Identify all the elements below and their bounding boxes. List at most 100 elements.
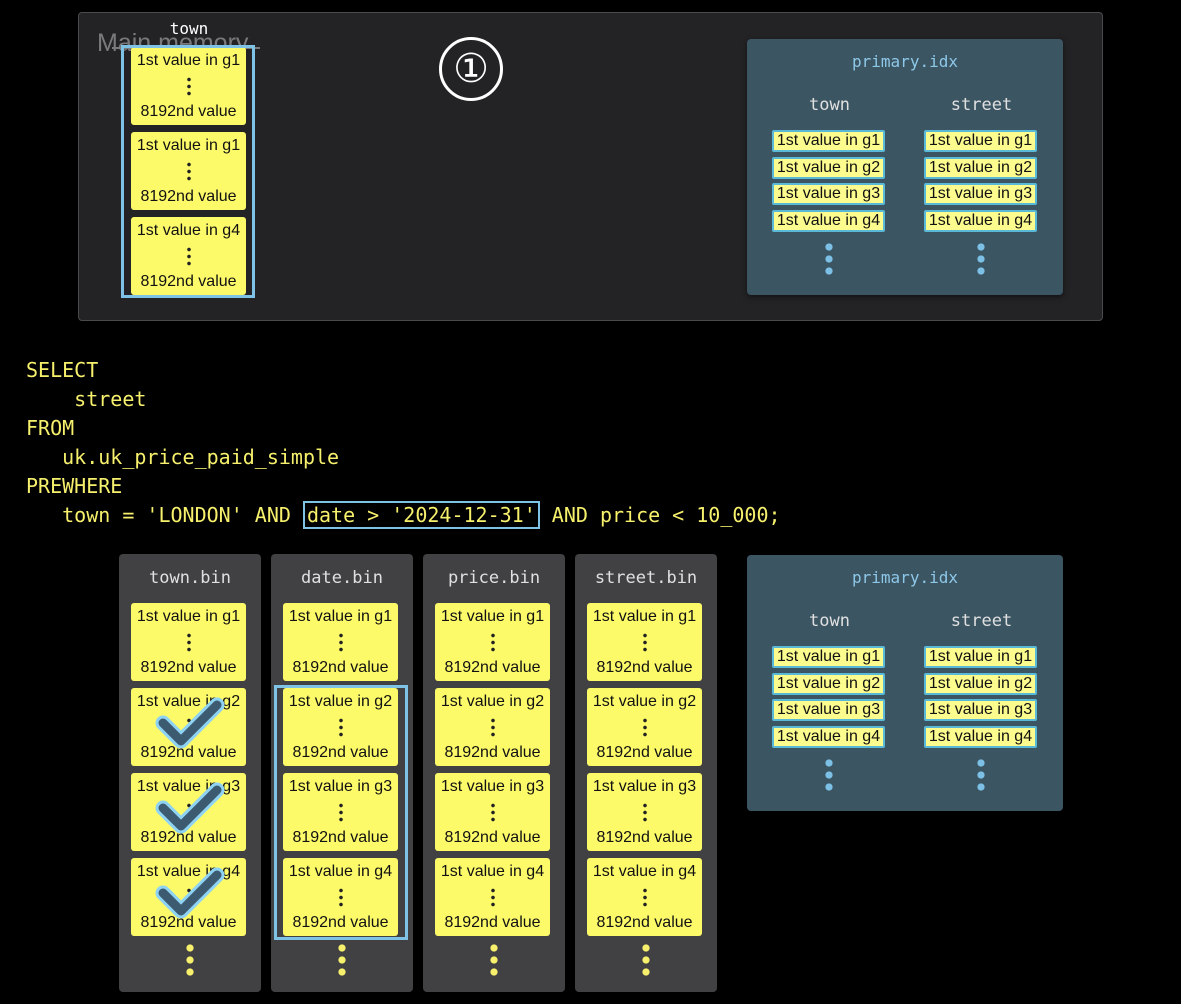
sql-line: SELECT [26,358,99,382]
bin-title: date.bin [301,568,383,588]
granule-last-value: 8192nd value [292,744,389,761]
index-entry: 1st value in g3 [924,699,1037,721]
bin-granule: 1st value in g4 8192nd value [283,858,398,936]
granule-last-value: 8192nd value [140,744,237,761]
bin-granule: 1st value in g1 8192nd value [283,603,398,681]
granule-last-value: 8192nd value [444,744,541,761]
memory-granule: 1st value in g1 8192nd value [131,47,246,125]
vertical-ellipsis-icon [186,76,191,96]
index-header-town: town [809,95,850,115]
vertical-ellipsis-icon [642,942,650,978]
bin-granule: 1st value in g2 8192nd value [435,688,550,766]
granule-last-value: 8192nd value [444,914,541,931]
granule-first-value: 1st value in g2 [440,693,545,710]
vertical-ellipsis-icon [338,942,346,978]
index-entry: 1st value in g1 [924,646,1037,668]
bin-granule: 1st value in g3 8192nd value [435,773,550,851]
vertical-ellipsis-icon [642,717,647,737]
checkmark-icon [155,782,225,834]
granule-last-value: 8192nd value [292,829,389,846]
sql-line: PREWHERE [26,474,123,498]
sql-line: town = 'LONDON' AND date > '2024-12-31' … [26,501,781,530]
vertical-ellipsis-icon [338,887,343,907]
vertical-ellipsis-icon [186,632,191,652]
sql-line: uk.uk_price_paid_simple [26,445,340,469]
checkmark-icon [155,697,225,749]
granule-first-value: 1st value in g1 [592,608,697,625]
bin-granule: 1st value in g1 8192nd value [435,603,550,681]
vertical-ellipsis-icon [490,802,495,822]
granule-first-value: 1st value in g4 [592,863,697,880]
granule-last-value: 8192nd value [444,659,541,676]
granule-first-value: 1st value in g1 [136,137,241,154]
vertical-ellipsis-icon [977,757,985,793]
bin-granule: 1st value in g1 8192nd value [587,603,702,681]
granule-last-value: 8192nd value [140,829,237,846]
index-entry: 1st value in g4 [772,726,885,748]
index-entry: 1st value in g3 [772,183,885,205]
bin-granule: 1st value in g3 8192nd value [587,773,702,851]
vertical-ellipsis-icon [490,632,495,652]
index-entry: 1st value in g1 [772,646,885,668]
granule-first-value: 1st value in g1 [136,52,241,69]
date-selection-outline [274,685,408,940]
vertical-ellipsis-icon [490,942,498,978]
sql-fragment: town = 'LONDON' AND [26,503,303,527]
index-header-street: street [950,95,1013,115]
bin-panel-price: price.bin 1st value in g1 8192nd value 1… [423,554,565,992]
granule-first-value: 1st value in g3 [288,778,393,795]
index-entry: 1st value in g2 [772,673,885,695]
bin-title: price.bin [447,568,541,588]
sql-query: SELECT street FROM uk.uk_price_paid_simp… [26,356,781,530]
bin-panel-town: town.bin 1st value in g1 8192nd value 1s… [119,554,261,992]
index-entry: 1st value in g4 [772,210,885,232]
granule-last-value: 8192nd value [140,273,237,290]
vertical-ellipsis-icon [642,802,647,822]
granule-last-value: 8192nd value [140,103,237,120]
bin-panel-street: street.bin 1st value in g1 8192nd value … [575,554,717,992]
index-header-town: town [809,611,850,631]
granule-last-value: 8192nd value [444,829,541,846]
memory-selection-outline [121,45,255,298]
granule-first-value: 1st value in g4 [440,863,545,880]
index-entry: 1st value in g2 [924,157,1037,179]
granule-first-value: 1st value in g3 [592,778,697,795]
bin-granule: 1st value in g4 8192nd value [435,858,550,936]
vertical-ellipsis-icon [642,887,647,907]
granule-last-value: 8192nd value [596,829,693,846]
bin-granule: 1st value in g2 8192nd value [283,688,398,766]
primary-index-title: primary.idx [852,568,958,587]
bin-granule: 1st value in g3 8192nd value [283,773,398,851]
vertical-ellipsis-icon [338,802,343,822]
granule-first-value: 1st value in g2 [288,693,393,710]
vertical-ellipsis-icon [338,632,343,652]
granule-first-value: 1st value in g1 [440,608,545,625]
index-entry: 1st value in g3 [772,699,885,721]
vertical-ellipsis-icon [825,241,833,277]
sql-fragment: AND price < 10_000; [539,503,781,527]
bin-title: town.bin [149,568,231,588]
granule-last-value: 8192nd value [292,914,389,931]
granule-first-value: 1st value in g2 [592,693,697,710]
vertical-ellipsis-icon [825,757,833,793]
index-entry: 1st value in g1 [772,130,885,152]
granule-last-value: 8192nd value [292,659,389,676]
index-entry: 1st value in g1 [924,130,1037,152]
primary-index-panel: primary.idx town street 1st value in g1 … [747,39,1063,295]
granule-last-value: 8192nd value [596,914,693,931]
bin-granule: 1st value in g2 8192nd value [587,688,702,766]
granule-first-value: 1st value in g4 [136,222,241,239]
sql-line: street [26,387,147,411]
index-entry: 1st value in g2 [772,157,885,179]
checkmark-icon [155,867,225,919]
index-entry: 1st value in g4 [924,210,1037,232]
primary-index-title: primary.idx [852,52,958,71]
memory-granule: 1st value in g1 8192nd value [131,132,246,210]
vertical-ellipsis-icon [186,942,194,978]
memory-granule: 1st value in g4 8192nd value [131,217,246,295]
memory-column-header: town [169,19,209,38]
granule-last-value: 8192nd value [596,744,693,761]
granule-first-value: 1st value in g4 [288,863,393,880]
vertical-ellipsis-icon [642,632,647,652]
bin-panel-date: date.bin 1st value in g1 8192nd value 1s… [271,554,413,992]
